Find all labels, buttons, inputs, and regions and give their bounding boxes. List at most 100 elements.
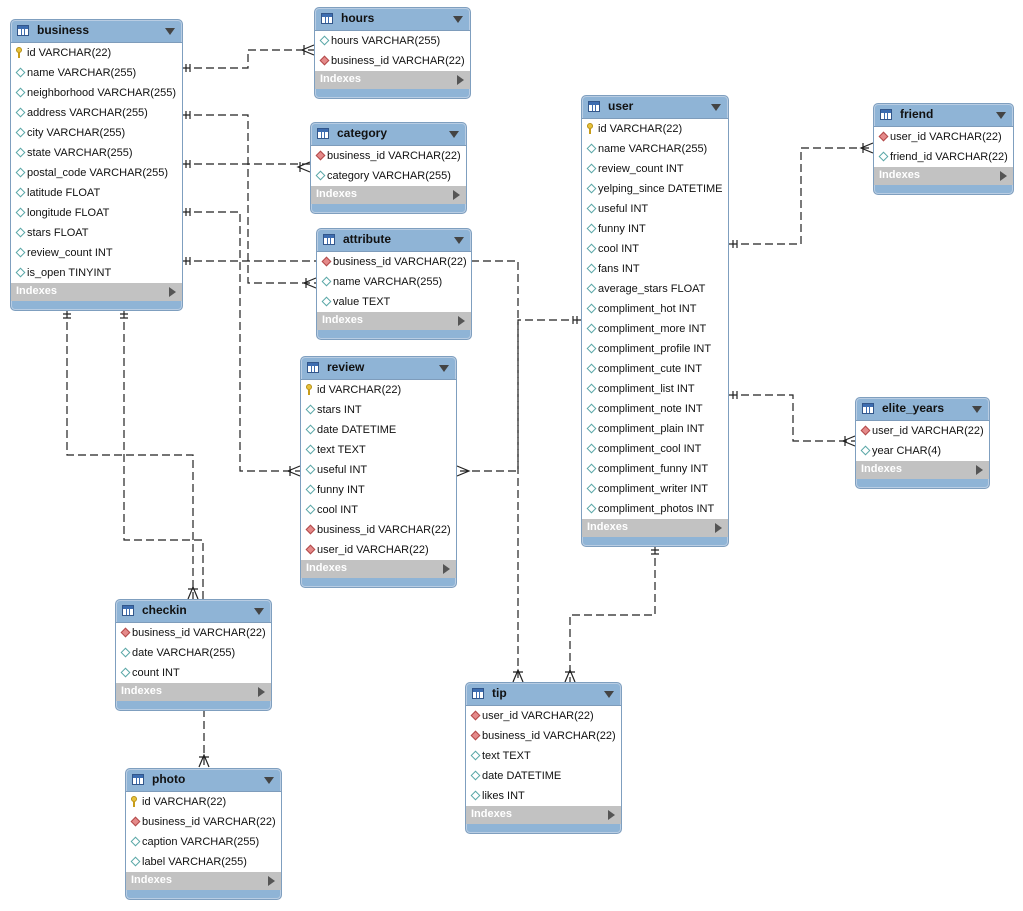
expand-arrow-icon[interactable] [453, 190, 460, 200]
collapse-arrow-icon[interactable] [711, 104, 721, 111]
table-header[interactable]: elite_years [856, 398, 989, 421]
indexes-section[interactable]: Indexes [301, 560, 456, 578]
indexes-section[interactable]: Indexes [466, 806, 621, 824]
expand-arrow-icon[interactable] [976, 465, 983, 475]
table-column[interactable]: cool INT [582, 239, 728, 259]
table-column[interactable]: compliment_more INT [582, 319, 728, 339]
expand-arrow-icon[interactable] [715, 523, 722, 533]
table-column[interactable]: date DATETIME [466, 766, 621, 786]
indexes-section[interactable]: Indexes [856, 461, 989, 479]
collapse-arrow-icon[interactable] [449, 131, 459, 138]
table-column[interactable]: compliment_funny INT [582, 459, 728, 479]
table-column[interactable]: label VARCHAR(255) [126, 852, 281, 872]
table-header[interactable]: tip [466, 683, 621, 706]
table-column[interactable]: stars FLOAT [11, 223, 182, 243]
table-header[interactable]: review [301, 357, 456, 380]
table-header[interactable]: attribute [317, 229, 471, 252]
indexes-section[interactable]: Indexes [874, 167, 1013, 185]
collapse-arrow-icon[interactable] [972, 406, 982, 413]
indexes-section[interactable]: Indexes [315, 71, 470, 89]
indexes-section[interactable]: Indexes [116, 683, 271, 701]
table-column[interactable]: review_count INT [11, 243, 182, 263]
table-column[interactable]: city VARCHAR(255) [11, 123, 182, 143]
collapse-arrow-icon[interactable] [453, 16, 463, 23]
collapse-arrow-icon[interactable] [165, 28, 175, 35]
expand-arrow-icon[interactable] [268, 876, 275, 886]
table-column[interactable]: text TEXT [466, 746, 621, 766]
table-column[interactable]: count INT [116, 663, 271, 683]
table-column[interactable]: business_id VARCHAR(22) [466, 726, 621, 746]
expand-arrow-icon[interactable] [1000, 171, 1007, 181]
collapse-arrow-icon[interactable] [454, 237, 464, 244]
indexes-section[interactable]: Indexes [582, 519, 728, 537]
indexes-section[interactable]: Indexes [11, 283, 182, 301]
table-column[interactable]: compliment_profile INT [582, 339, 728, 359]
table-column[interactable]: business_id VARCHAR(22) [315, 51, 470, 71]
expand-arrow-icon[interactable] [608, 810, 615, 820]
table-column[interactable]: average_stars FLOAT [582, 279, 728, 299]
table-column[interactable]: year CHAR(4) [856, 441, 989, 461]
table-column[interactable]: business_id VARCHAR(22) [301, 520, 456, 540]
table-column[interactable]: user_id VARCHAR(22) [466, 706, 621, 726]
table-column[interactable]: business_id VARCHAR(22) [116, 623, 271, 643]
table-column[interactable]: friend_id VARCHAR(22) [874, 147, 1013, 167]
collapse-arrow-icon[interactable] [996, 112, 1006, 119]
expand-arrow-icon[interactable] [458, 316, 465, 326]
indexes-section[interactable]: Indexes [317, 312, 471, 330]
table-column[interactable]: funny INT [582, 219, 728, 239]
table-column[interactable]: business_id VARCHAR(22) [311, 146, 466, 166]
table-column[interactable]: text TEXT [301, 440, 456, 460]
table-column[interactable]: caption VARCHAR(255) [126, 832, 281, 852]
table-column[interactable]: business_id VARCHAR(22) [317, 252, 471, 272]
table-column[interactable]: postal_code VARCHAR(255) [11, 163, 182, 183]
table-column[interactable]: compliment_hot INT [582, 299, 728, 319]
table-header[interactable]: photo [126, 769, 281, 792]
table-header[interactable]: hours [315, 8, 470, 31]
table-column[interactable]: useful INT [301, 460, 456, 480]
table-column[interactable]: cool INT [301, 500, 456, 520]
table-header[interactable]: category [311, 123, 466, 146]
table-column[interactable]: compliment_cute INT [582, 359, 728, 379]
table-column[interactable]: compliment_list INT [582, 379, 728, 399]
table-column[interactable]: compliment_cool INT [582, 439, 728, 459]
table-column[interactable]: id VARCHAR(22) [301, 380, 456, 400]
collapse-arrow-icon[interactable] [604, 691, 614, 698]
table-column[interactable]: compliment_plain INT [582, 419, 728, 439]
table-header[interactable]: user [582, 96, 728, 119]
indexes-section[interactable]: Indexes [311, 186, 466, 204]
table-column[interactable]: id VARCHAR(22) [11, 43, 182, 63]
table-column[interactable]: compliment_writer INT [582, 479, 728, 499]
expand-arrow-icon[interactable] [258, 687, 265, 697]
table-column[interactable]: yelping_since DATETIME [582, 179, 728, 199]
table-column[interactable]: state VARCHAR(255) [11, 143, 182, 163]
table-column[interactable]: category VARCHAR(255) [311, 166, 466, 186]
table-column[interactable]: longitude FLOAT [11, 203, 182, 223]
table-column[interactable]: value TEXT [317, 292, 471, 312]
table-column[interactable]: id VARCHAR(22) [126, 792, 281, 812]
table-header[interactable]: business [11, 20, 182, 43]
table-column[interactable]: address VARCHAR(255) [11, 103, 182, 123]
table-column[interactable]: name VARCHAR(255) [317, 272, 471, 292]
table-column[interactable]: compliment_note INT [582, 399, 728, 419]
expand-arrow-icon[interactable] [443, 564, 450, 574]
collapse-arrow-icon[interactable] [264, 777, 274, 784]
table-column[interactable]: user_id VARCHAR(22) [856, 421, 989, 441]
table-column[interactable]: funny INT [301, 480, 456, 500]
table-column[interactable]: stars INT [301, 400, 456, 420]
table-column[interactable]: review_count INT [582, 159, 728, 179]
table-column[interactable]: likes INT [466, 786, 621, 806]
table-column[interactable]: compliment_photos INT [582, 499, 728, 519]
table-header[interactable]: checkin [116, 600, 271, 623]
table-column[interactable]: name VARCHAR(255) [582, 139, 728, 159]
table-column[interactable]: business_id VARCHAR(22) [126, 812, 281, 832]
